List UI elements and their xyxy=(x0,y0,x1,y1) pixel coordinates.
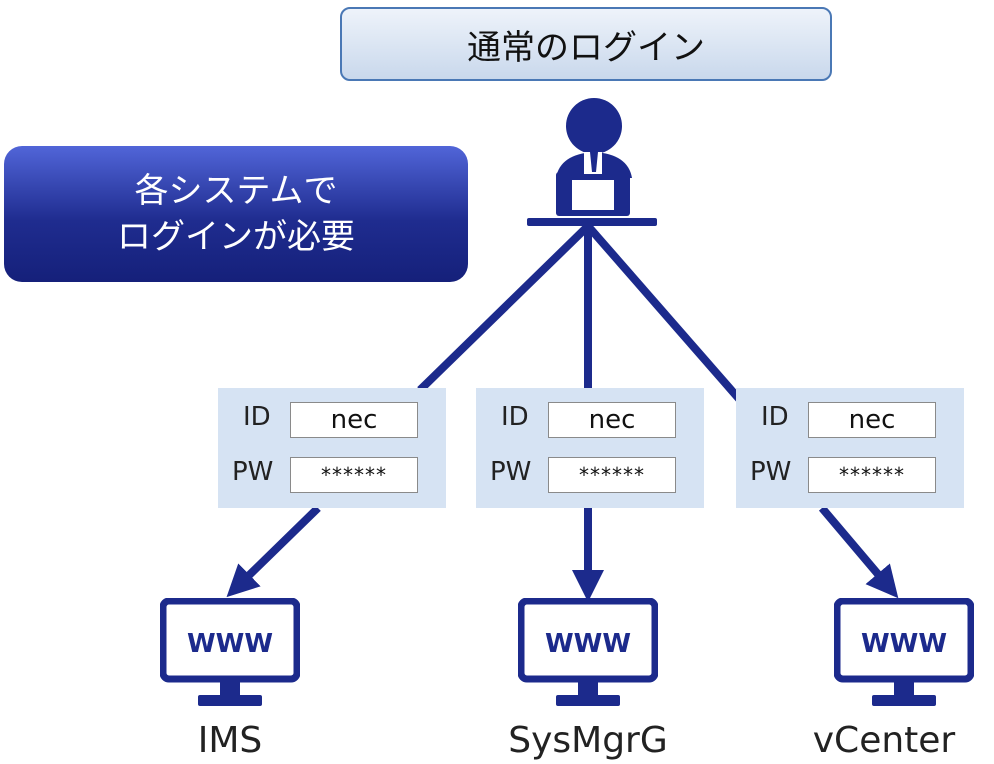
pw-field[interactable]: ****** xyxy=(548,457,676,493)
system-label-vcenter: vCenter xyxy=(812,720,956,761)
callout-line-1: 各システムで xyxy=(134,171,338,211)
id-label: ID xyxy=(243,402,271,432)
id-field[interactable]: nec xyxy=(290,402,418,438)
title-text: 通常のログイン xyxy=(467,27,705,68)
system-label-ims: IMS xyxy=(197,720,263,761)
id-field[interactable]: nec xyxy=(548,402,676,438)
pw-field[interactable]: ****** xyxy=(808,457,936,493)
system-label-sysmgrg: SysMgrG xyxy=(508,720,668,761)
arrow-ims xyxy=(226,505,321,598)
connector-left xyxy=(417,223,591,393)
pw-field[interactable]: ****** xyxy=(290,457,418,493)
user-at-laptop-icon xyxy=(527,98,657,226)
title-box: 通常のログイン xyxy=(340,7,832,81)
id-label: ID xyxy=(761,402,789,432)
connector-right xyxy=(584,223,744,403)
monitor-screen-text: WWW xyxy=(861,629,947,659)
id-field[interactable]: nec xyxy=(808,402,936,438)
monitor-icon: WWW xyxy=(160,598,300,706)
id-label: ID xyxy=(501,402,529,432)
pw-label: PW xyxy=(750,457,792,487)
arrow-vcenter xyxy=(818,505,899,599)
credential-panel-ims: ID nec PW ****** xyxy=(218,388,446,508)
callout-line-2: ログインが必要 xyxy=(117,217,355,257)
monitor-icon: WWW xyxy=(834,598,974,706)
credential-panel-vcenter: ID nec PW ****** xyxy=(736,388,964,508)
monitor-screen-text: WWW xyxy=(187,629,273,659)
monitor-screen-text: WWW xyxy=(545,629,631,659)
pw-label: PW xyxy=(490,457,532,487)
monitor-icon: WWW xyxy=(518,598,658,706)
credential-panel-sysmgrg: ID nec PW ****** xyxy=(476,388,704,508)
pw-label: PW xyxy=(232,457,274,487)
callout-box: 各システムで ログインが必要 xyxy=(4,146,468,282)
